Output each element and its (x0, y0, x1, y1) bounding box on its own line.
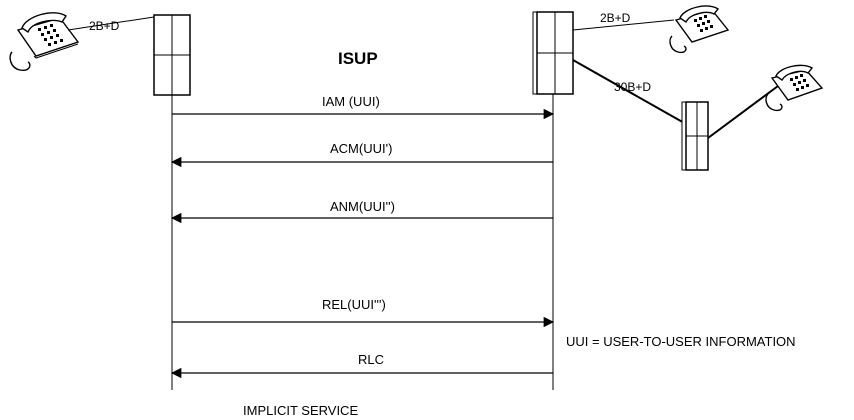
right-switch (532, 11, 574, 95)
message-label: REL(UUI''') (322, 297, 386, 312)
right-top-phone-link-label: 2B+D (600, 11, 631, 25)
left-switch (153, 14, 191, 96)
diagram-caption: IMPLICIT SERVICE (243, 403, 358, 418)
diagram-title: ISUP (338, 49, 378, 68)
right-top-phone-link (572, 19, 675, 31)
trunk-link-label: 30B+D (614, 80, 651, 94)
pbx-switch (681, 101, 709, 171)
left-phone-link (67, 16, 155, 31)
trunk-link (572, 59, 687, 125)
uui-legend: UUI = USER-TO-USER INFORMATION (566, 334, 796, 349)
message-label: ACM(UUI') (330, 141, 392, 156)
message-0: IAM (UUI) (172, 94, 555, 120)
message-1: ACM(UUI') (170, 141, 553, 168)
message-3: REL(UUI''') (172, 297, 555, 328)
right-top-telephone-icon (669, 5, 730, 54)
pbx-telephone-icon (765, 64, 824, 112)
message-4: RLC (170, 352, 553, 379)
left-telephone-icon (9, 12, 80, 72)
message-label: ANM(UUI'') (330, 199, 395, 214)
message-label: IAM (UUI) (322, 94, 380, 109)
pbx-phone-link (707, 85, 779, 139)
message-label: RLC (358, 352, 384, 367)
left-phone-link-label: 2B+D (89, 19, 120, 33)
message-2: ANM(UUI'') (170, 199, 553, 224)
